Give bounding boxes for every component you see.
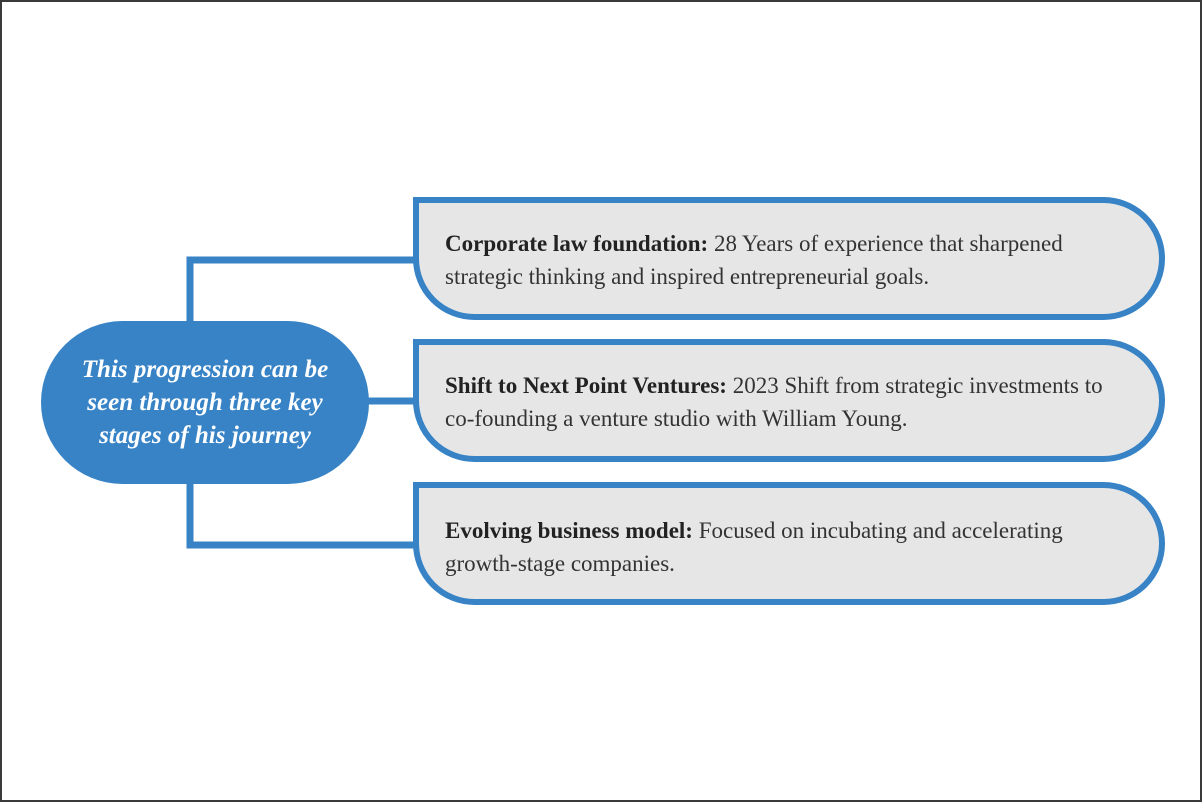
stage-box-business-model: Evolving business model: Focused on incu… (413, 482, 1165, 605)
stage-title: Evolving business model: (445, 518, 693, 543)
hub-text: This progression can be seen through thr… (81, 356, 329, 449)
stage-title: Shift to Next Point Ventures: (445, 373, 727, 398)
central-hub: This progression can be seen through thr… (41, 321, 369, 484)
stage-text: 2023 Shift from strategic investments to… (445, 373, 1103, 431)
stage-box-corporate-law: Corporate law foundation: 28 Years of ex… (413, 197, 1165, 320)
connector-bottom (186, 481, 418, 549)
stage-title: Corporate law foundation: (445, 231, 709, 256)
stage-text: 28 Years of experience that sharpened st… (445, 231, 1063, 289)
connector-top (186, 256, 418, 323)
stage-text: Focused on incubating and accelerating g… (445, 518, 1063, 576)
stage-box-next-point-ventures: Shift to Next Point Ventures: 2023 Shift… (413, 339, 1165, 462)
